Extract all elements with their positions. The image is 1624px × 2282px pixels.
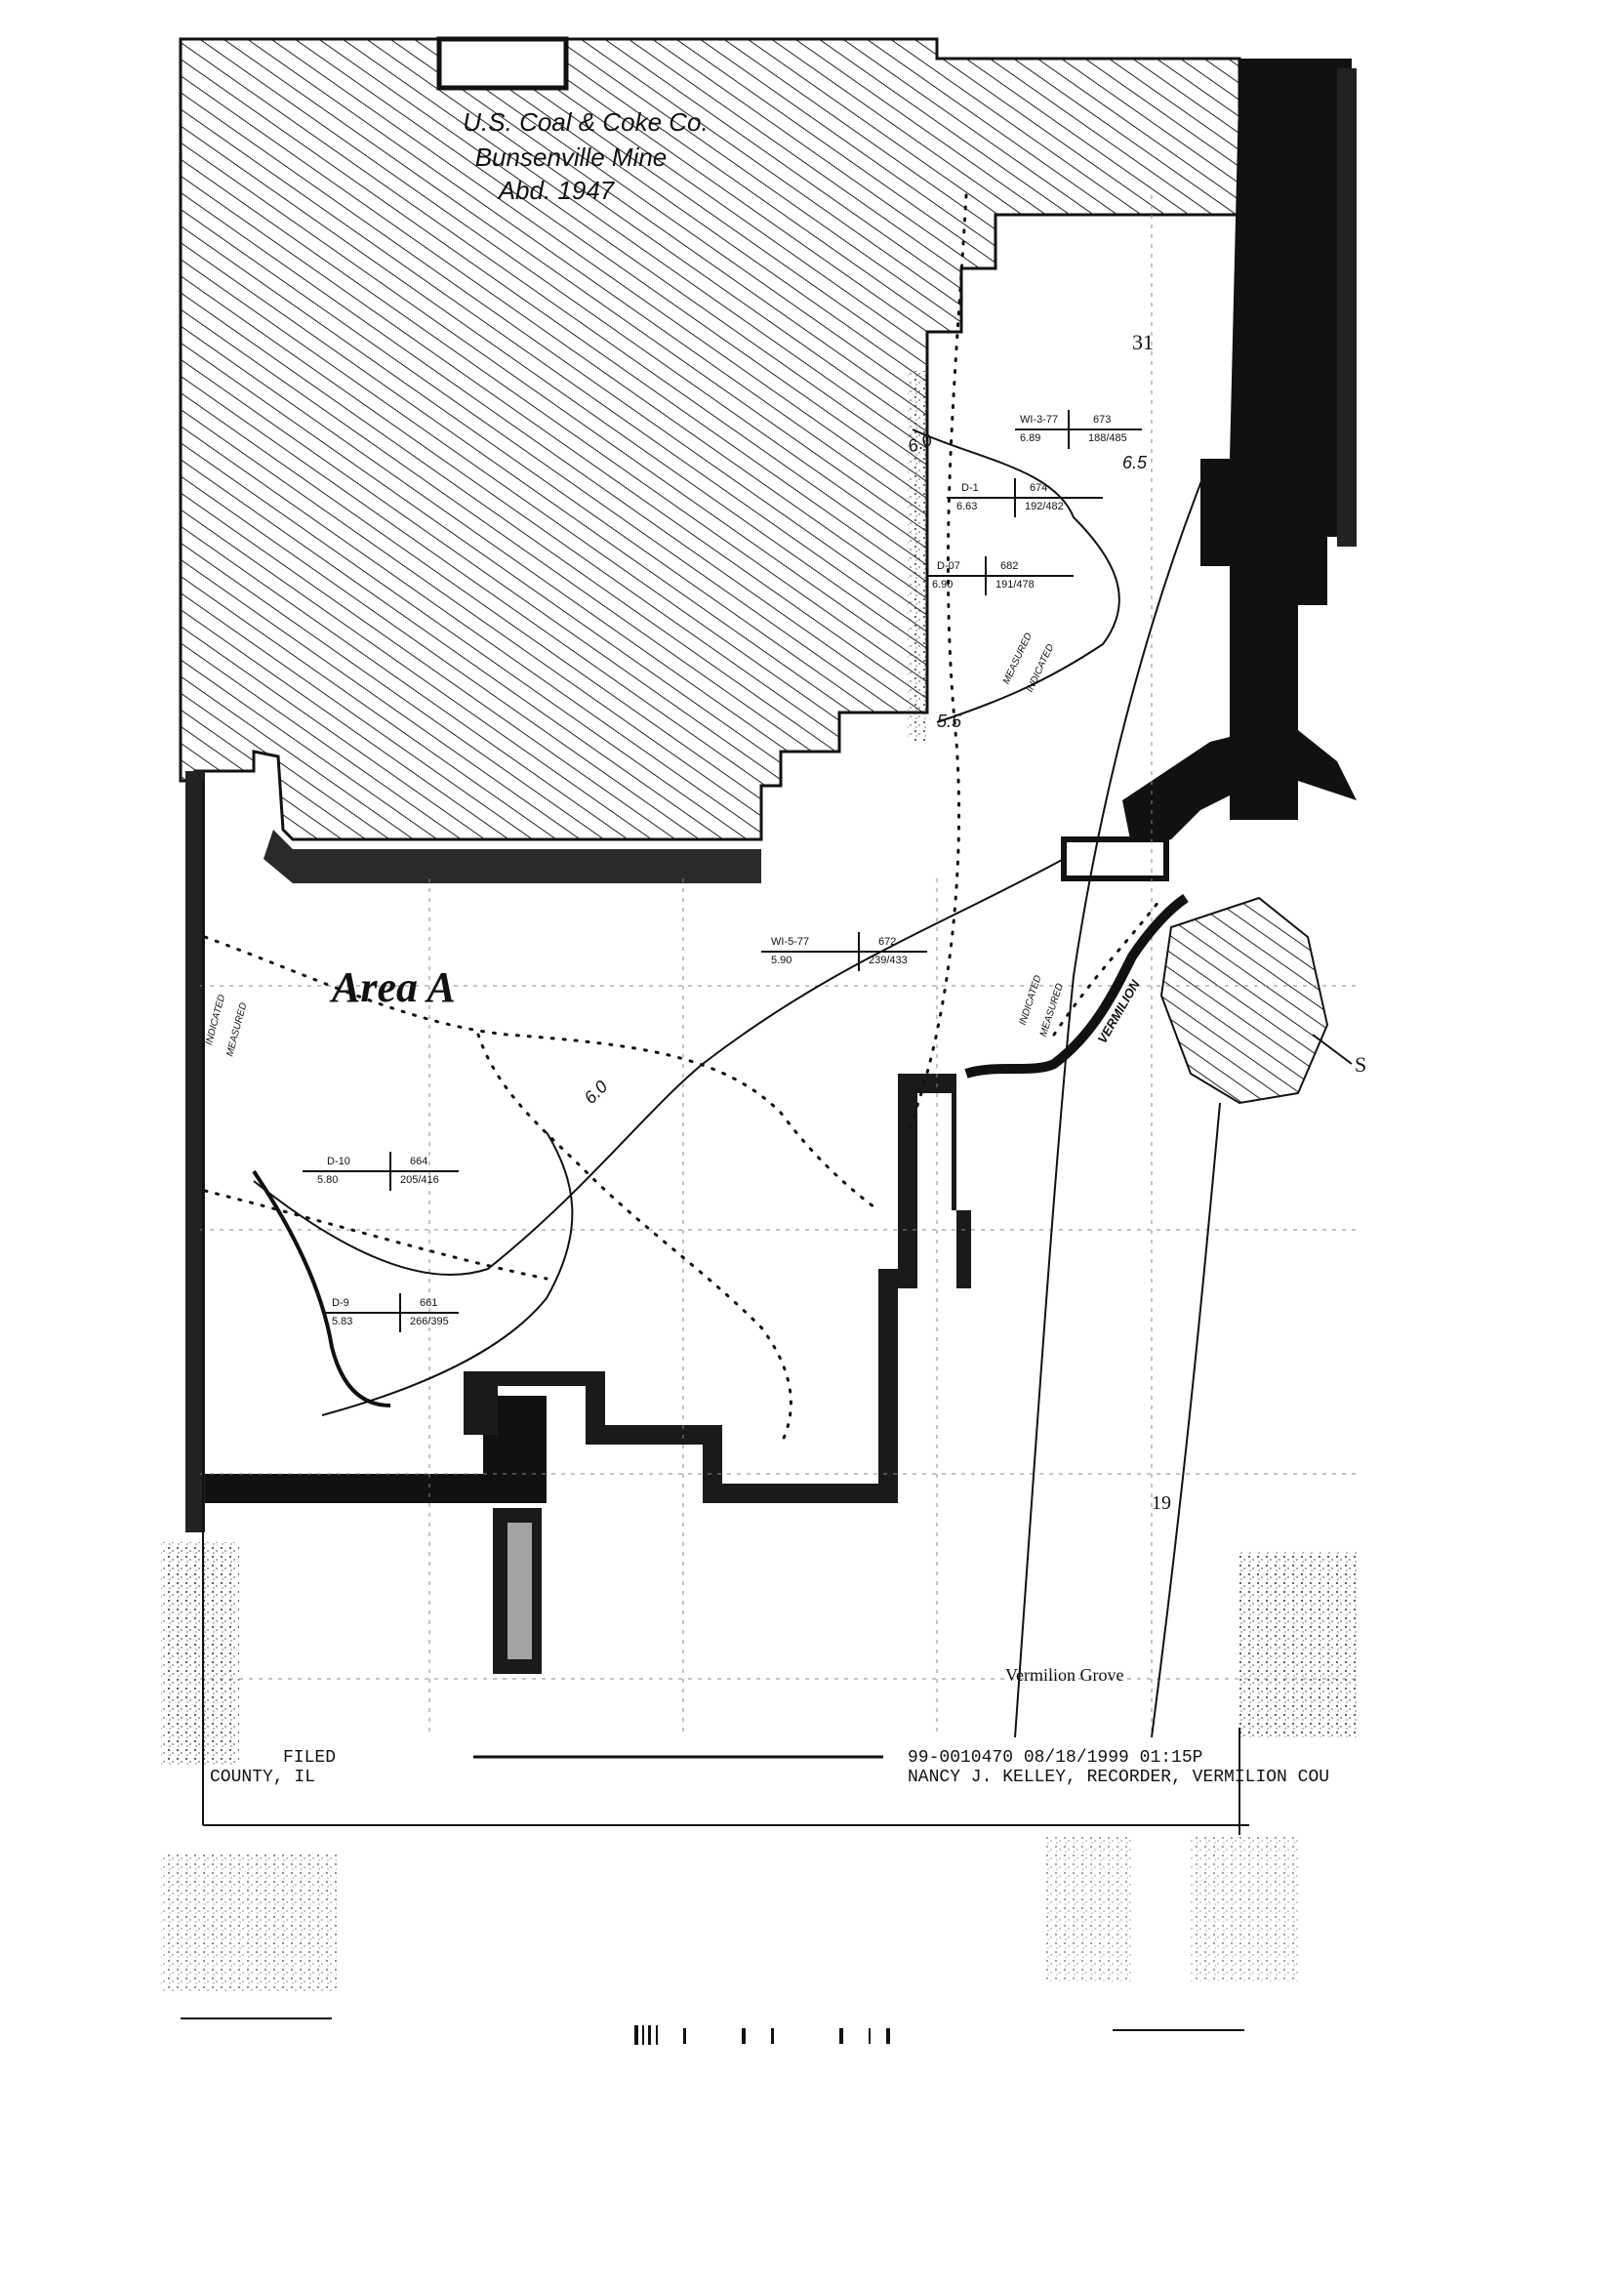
stamp-county: COUNTY, IL <box>210 1768 316 1787</box>
drill-hole-6-elev: 661 <box>420 1297 438 1309</box>
noise-patch-right <box>1239 1552 1357 1737</box>
drill-hole-6-depth: 266/395 <box>410 1316 449 1327</box>
drill-hole-2-elev: 674 <box>1030 482 1048 494</box>
boundary-dark-top-right <box>1200 59 1352 820</box>
stamp-doc-number: 99-0010470 08/18/1999 01:15P <box>908 1748 1203 1768</box>
boundary-dark-left-strip <box>185 771 205 1532</box>
drill-hole-2-id: D-1 <box>961 482 979 494</box>
stamp-filed: FILED <box>283 1748 337 1768</box>
drill-hole-4-depth: 239/433 <box>869 955 908 966</box>
noise-patch-left <box>161 1542 239 1767</box>
abandoned-mine-area <box>179 37 1241 841</box>
section-number-19: 19 <box>1152 1492 1171 1514</box>
leader-line-s <box>1312 1034 1353 1065</box>
mine-label-line-3: Abd. 1947 <box>498 176 615 205</box>
noise-patch-bottom-mid <box>1044 1835 1132 1981</box>
drill-hole-1-elev: 673 <box>1093 414 1112 426</box>
drill-hole-3-elev: 682 <box>1000 560 1019 572</box>
drill-hole-5-depth: 205/416 <box>400 1174 439 1186</box>
town-label: Vermilion Grove <box>1005 1665 1124 1685</box>
drill-hole-4-id: WI-5-77 <box>771 936 810 948</box>
section-grid <box>200 195 1357 1737</box>
drill-hole-3-id: D-07 <box>937 560 960 572</box>
boundary-dark-bottom-left <box>200 1396 547 1503</box>
drill-hole-2-depth: 192/482 <box>1025 501 1064 512</box>
drill-hole-4-thickness: 5.90 <box>771 955 792 966</box>
noise-patch-strip <box>908 371 927 742</box>
drill-hole-1-depth: 188/485 <box>1088 432 1127 444</box>
drill-hole-5-id: D-10 <box>327 1156 350 1167</box>
drill-hole-5-thickness: 5.80 <box>317 1174 339 1186</box>
drill-hole-3-thickness: 6.90 <box>932 579 954 591</box>
boundary-dark-right-strip <box>1337 68 1357 547</box>
reserve-boundaries <box>203 193 1163 1447</box>
mine-label-line-2: Bunsenville Mine <box>474 143 668 172</box>
section-number-31: 31 <box>1132 330 1154 354</box>
boundary-dark-mine-edge <box>264 830 761 883</box>
edge-letter: S <box>1355 1052 1367 1077</box>
mine-shaft-box <box>436 36 569 91</box>
thickness-contours <box>253 428 1221 1738</box>
drill-hole-5-elev: 664 <box>410 1156 428 1167</box>
stamp-recorder: NANCY J. KELLEY, RECORDER, VERMILION COU <box>908 1768 1330 1787</box>
contour-label-2: 6.5 <box>1122 453 1148 472</box>
drill-hole-4-elev: 672 <box>878 936 897 948</box>
boundary-dark-lower-boundary <box>464 1074 971 1503</box>
noise-patch-bottom-right <box>1191 1835 1298 1981</box>
river-tributary <box>252 1169 391 1407</box>
vermilion-river <box>964 893 1189 1079</box>
boundary-dark-strip-inner <box>508 1523 532 1659</box>
boundary-dark-mid-right <box>1122 722 1357 849</box>
drill-hole-3-depth: 191/478 <box>995 579 1035 591</box>
drill-hole-1-id: WI-3-77 <box>1020 414 1059 426</box>
mine-label-line-1: U.S. Coal & Coke Co. <box>463 107 709 137</box>
noise-patch-bottom-left <box>161 1854 337 1991</box>
area-label: Area A <box>332 963 456 1011</box>
contour-label-3: 5.5 <box>937 712 962 731</box>
drill-hole-2-thickness: 6.63 <box>956 501 978 512</box>
boundary-dark-box <box>1061 836 1169 881</box>
drill-hole-1-thickness: 6.89 <box>1020 432 1041 444</box>
barcode-fragment <box>634 2025 890 2045</box>
drill-hole-symbols <box>303 410 1142 1332</box>
drill-hole-6-id: D-9 <box>332 1297 349 1309</box>
drill-hole-6-thickness: 5.83 <box>332 1316 353 1327</box>
right-mined-area <box>1159 896 1329 1105</box>
